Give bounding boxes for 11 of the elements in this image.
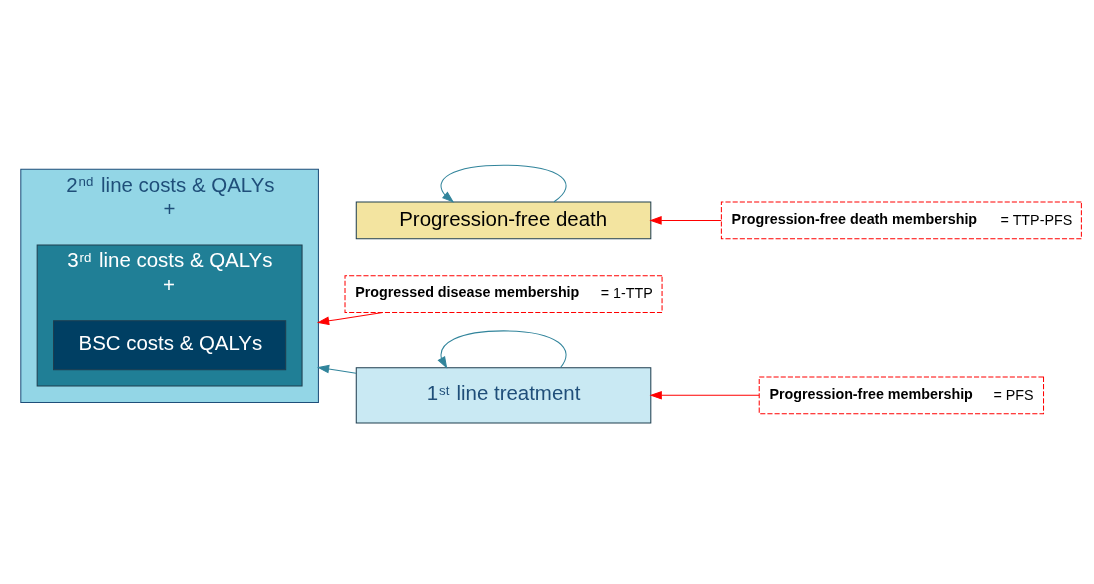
arrow xyxy=(316,312,384,326)
node-box: Progression-free membership = PFS xyxy=(758,376,1045,415)
node-box: Progressed disease membership = 1-TTP xyxy=(344,275,663,313)
arrow xyxy=(316,364,357,374)
arrow xyxy=(437,330,567,369)
node-box: Progression-free death membership = TTP-PFS xyxy=(720,201,1082,240)
arrow xyxy=(440,164,567,203)
node-box: BSC costs & QALYs xyxy=(53,320,287,371)
arrow xyxy=(649,216,722,225)
arrow xyxy=(649,391,760,400)
node-box: Progression-free death xyxy=(355,201,652,240)
